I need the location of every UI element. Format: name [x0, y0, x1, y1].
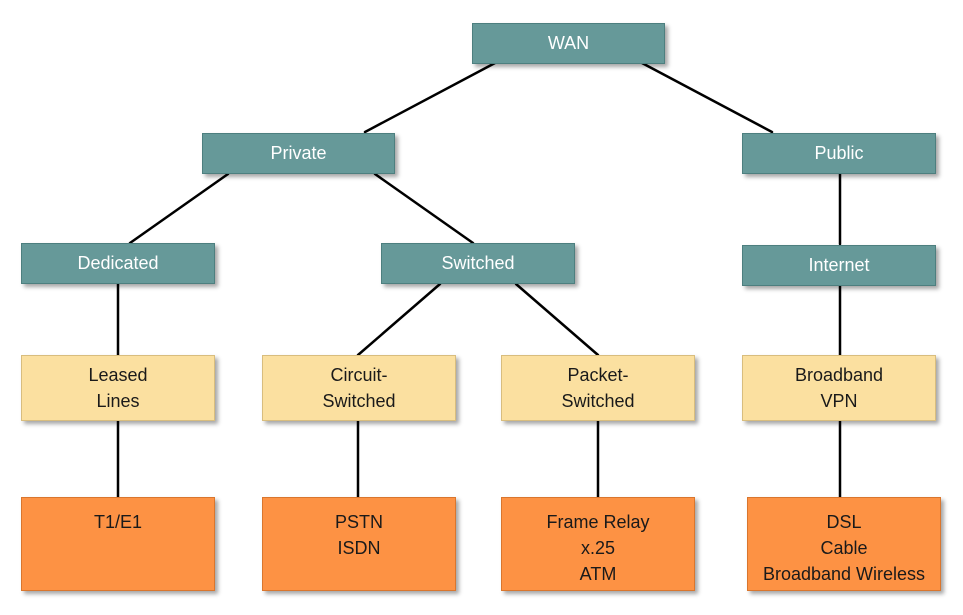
node-frame-relay-line-2: x.25 [580, 538, 616, 558]
node-leased-lines-line-1: Leased [88, 365, 148, 385]
node-switched-label: Switched [441, 253, 515, 273]
node-private: Private [202, 133, 395, 174]
node-dsl-cable-line-3: Broadband Wireless [762, 564, 926, 584]
node-switched: Switched [381, 243, 575, 284]
node-wan: WAN [472, 23, 665, 64]
node-pstn-isdn-line-2: ISDN [337, 538, 381, 558]
node-dedicated-label: Dedicated [77, 253, 159, 273]
node-circuit-switched: Circuit- Switched [262, 355, 456, 421]
connector-wan-public [640, 61, 774, 134]
node-internet-label: Internet [808, 255, 870, 275]
connector-private-dedicated [128, 172, 230, 245]
node-broadband-vpn-line-1: Broadband [794, 365, 884, 385]
node-broadband-vpn: Broadband VPN [742, 355, 936, 421]
node-packet-switched-line-2: Switched [561, 391, 635, 411]
node-dedicated: Dedicated [21, 243, 215, 284]
node-t1e1-line-1: T1/E1 [93, 512, 143, 532]
node-circuit-switched-line-2: Switched [322, 391, 396, 411]
node-circuit-switched-line-1: Circuit- [330, 365, 388, 385]
node-leased-lines: Leased Lines [21, 355, 215, 421]
node-dsl-cable-line-1: DSL [826, 512, 862, 532]
node-internet: Internet [742, 245, 936, 286]
node-dsl-cable-line-2: Cable [820, 538, 868, 558]
node-wan-label: WAN [547, 33, 590, 53]
node-private-label: Private [270, 143, 327, 163]
node-pstn-isdn: PSTN ISDN [262, 497, 456, 591]
node-pstn-isdn-line-1: PSTN [334, 512, 383, 532]
node-t1e1: T1/E1 [21, 497, 215, 591]
connector-switched-packet [514, 282, 600, 357]
node-frame-relay: Frame Relay x.25 ATM [501, 497, 695, 591]
node-frame-relay-line-3: ATM [579, 564, 617, 584]
node-packet-switched: Packet- Switched [501, 355, 695, 421]
connector-private-switched [373, 172, 475, 245]
node-leased-lines-line-2: Lines [96, 391, 140, 411]
node-broadband-vpn-line-2: VPN [820, 391, 858, 411]
connector-switched-circuit [356, 282, 442, 357]
connector-wan-private [363, 61, 497, 134]
node-public: Public [742, 133, 936, 174]
node-public-label: Public [814, 143, 864, 163]
node-dsl-cable: DSL Cable Broadband Wireless [747, 497, 941, 591]
node-packet-switched-line-1: Packet- [567, 365, 629, 385]
node-frame-relay-line-1: Frame Relay [546, 512, 650, 532]
